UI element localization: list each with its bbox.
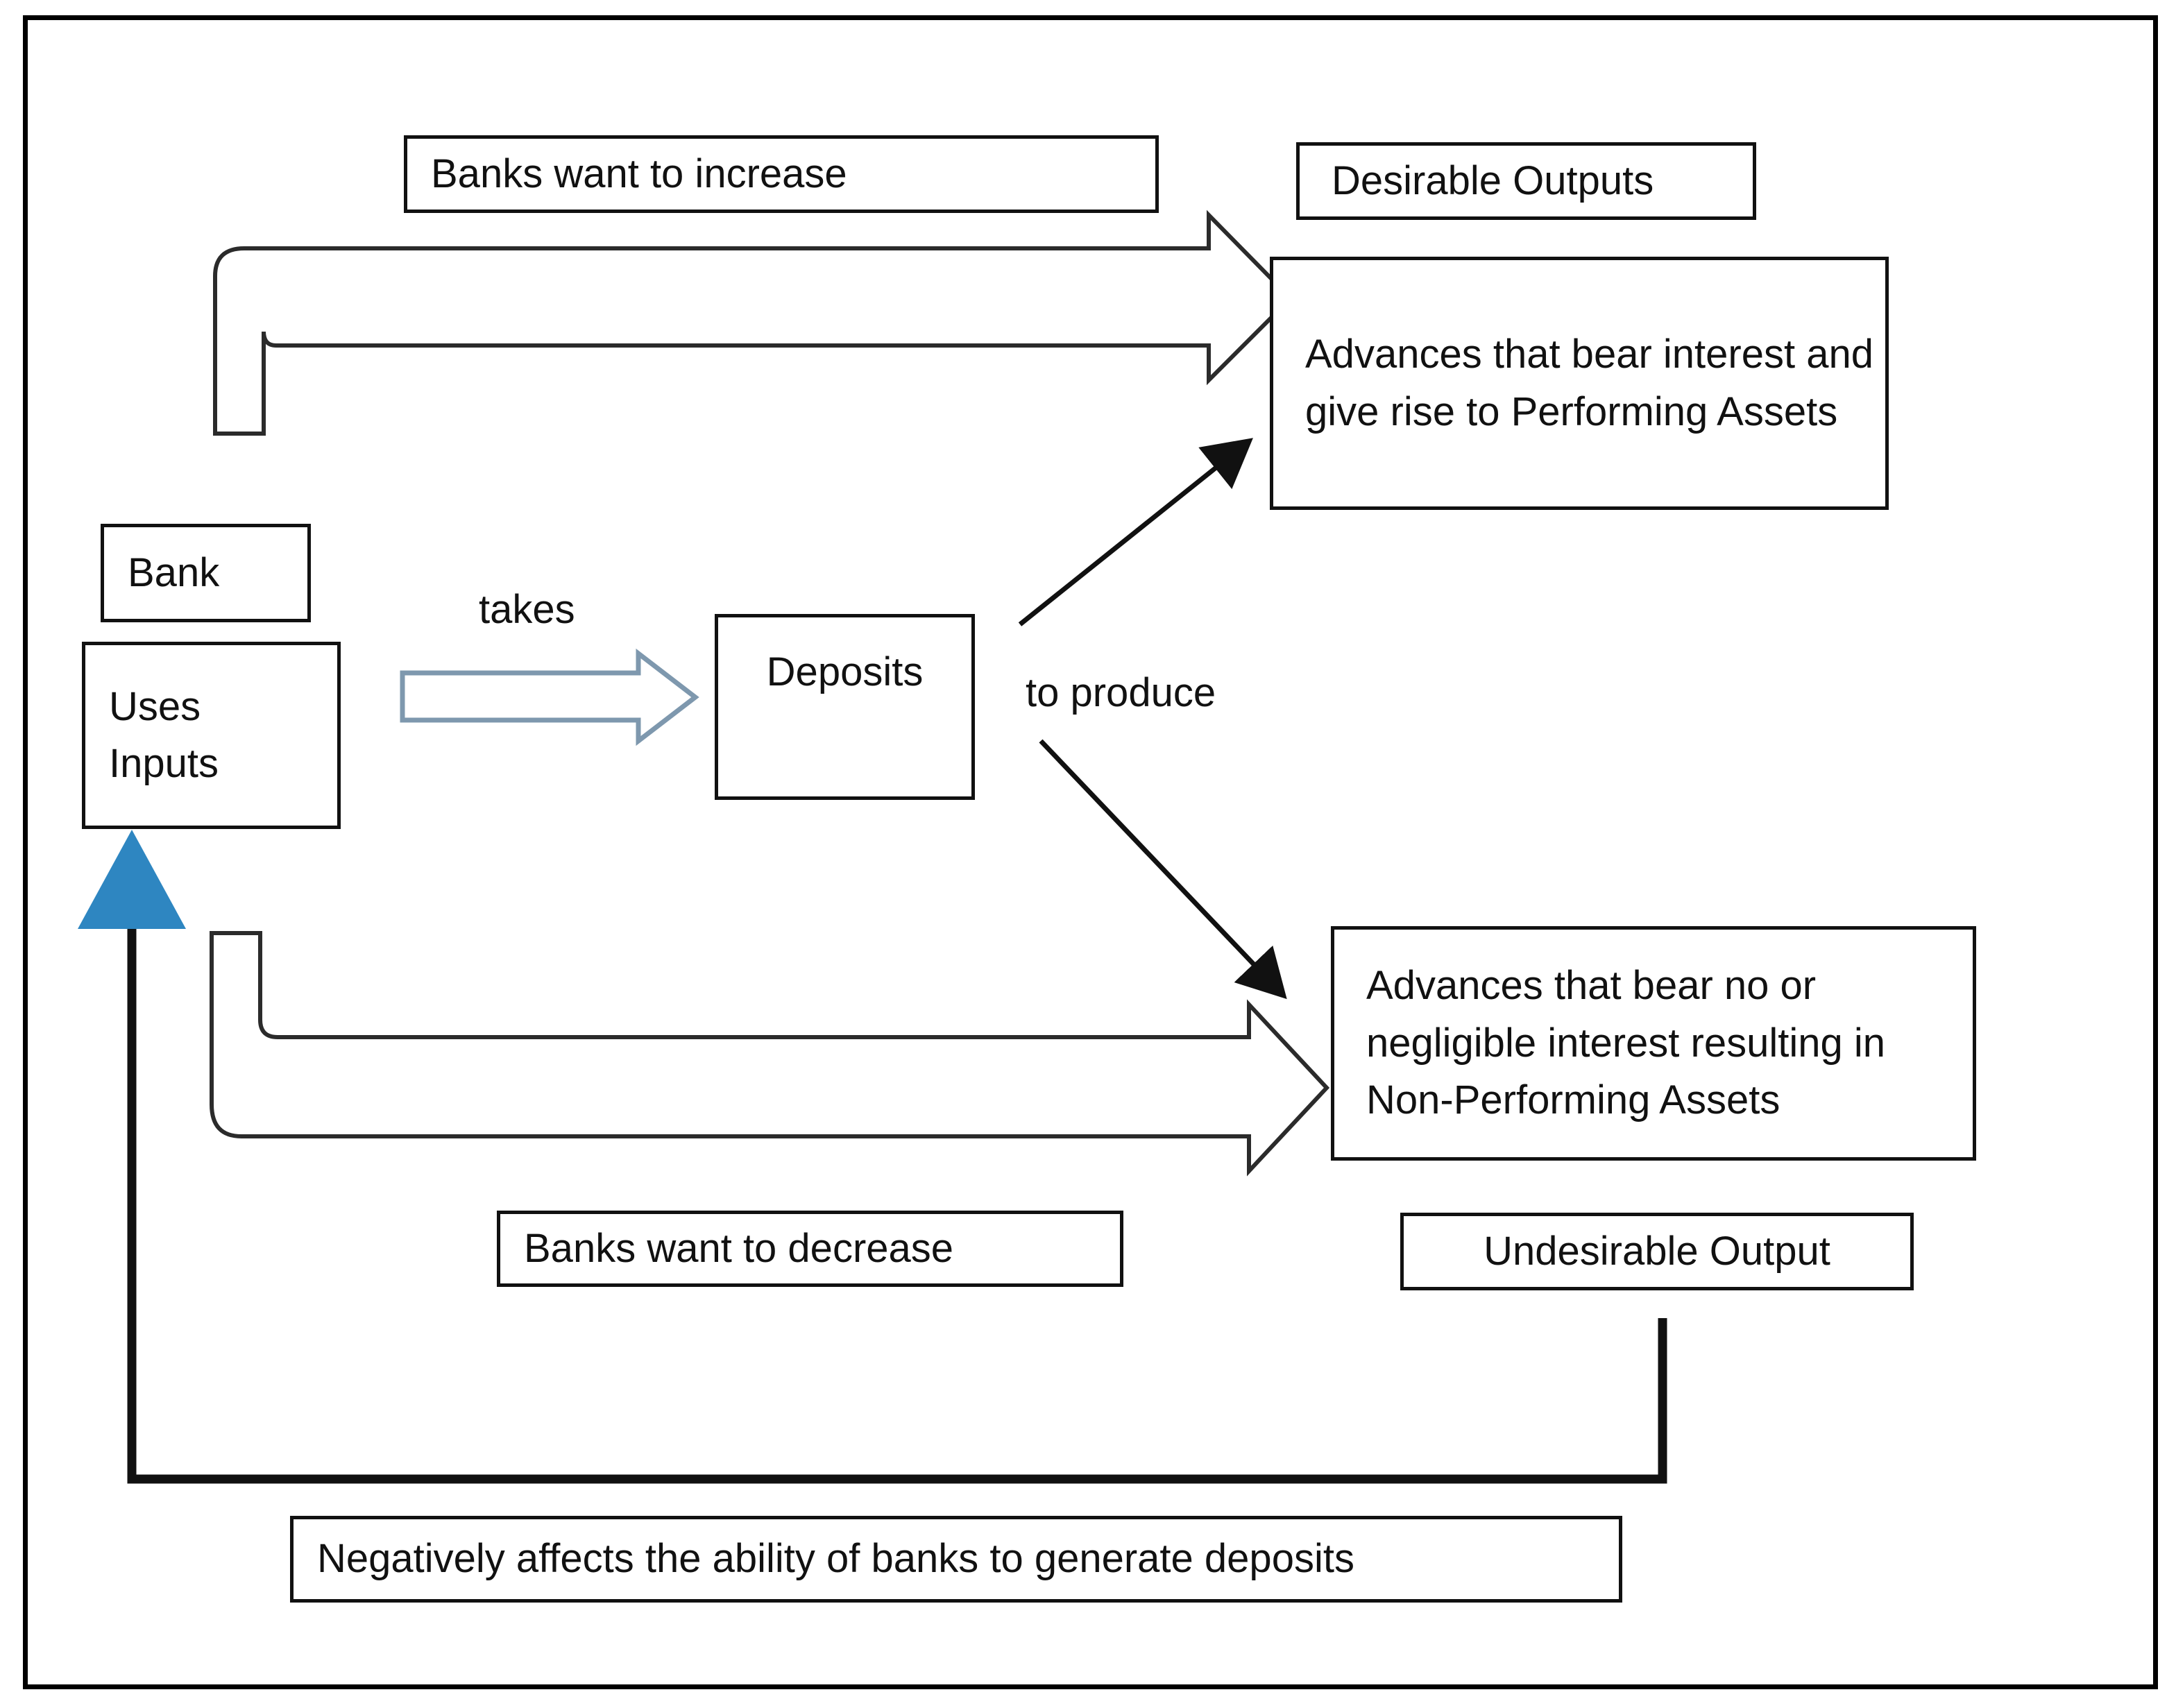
node-undesirable-output-label: Undesirable Output xyxy=(1484,1228,1830,1274)
node-performing-assets-label: Advances that bear interest and give ris… xyxy=(1305,332,1873,434)
node-bank-label: Bank xyxy=(128,549,220,595)
node-banks-want-decrease-label: Banks want to decrease xyxy=(524,1225,954,1271)
node-performing-assets[interactable]: Advances that bear interest and give ris… xyxy=(1270,257,1889,510)
diagram-outer-frame xyxy=(23,15,2158,1689)
node-banks-want-decrease[interactable]: Banks want to decrease xyxy=(497,1211,1123,1287)
node-deposits-label: Deposits xyxy=(766,649,924,694)
node-negatively-affects-label: Negatively affects the ability of banks … xyxy=(317,1536,1354,1582)
node-bank[interactable]: Bank xyxy=(101,524,311,622)
node-negatively-affects[interactable]: Negatively affects the ability of banks … xyxy=(290,1516,1622,1603)
edge-label-to-produce: to produce xyxy=(1026,670,1216,715)
node-non-performing-assets-label: Advances that bear no or negligible inte… xyxy=(1366,963,1885,1123)
node-non-performing-assets[interactable]: Advances that bear no or negligible inte… xyxy=(1331,926,1976,1161)
node-uses-inputs-label: Uses Inputs xyxy=(109,683,219,786)
node-desirable-outputs-label: Desirable Outputs xyxy=(1332,157,1654,203)
node-desirable-outputs[interactable]: Desirable Outputs xyxy=(1296,142,1756,220)
node-uses-inputs[interactable]: Uses Inputs xyxy=(82,642,341,829)
node-undesirable-output[interactable]: Undesirable Output xyxy=(1400,1213,1914,1290)
edge-label-takes: takes xyxy=(479,587,575,632)
node-banks-want-increase[interactable]: Banks want to increase xyxy=(404,135,1159,213)
node-deposits[interactable]: Deposits xyxy=(715,614,975,800)
node-banks-want-increase-label: Banks want to increase xyxy=(431,151,847,196)
